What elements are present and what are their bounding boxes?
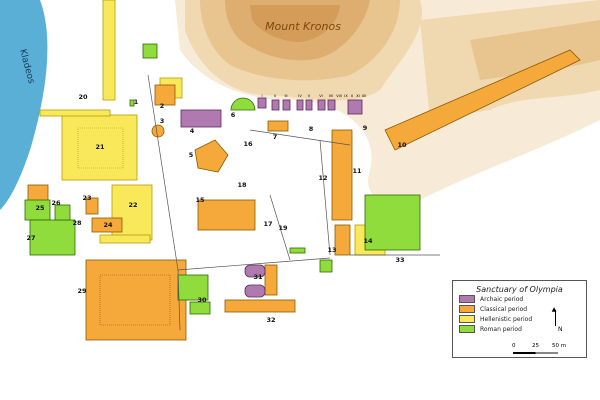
- north-arrow: ▲ N: [548, 306, 563, 333]
- site-label-26: 26: [51, 199, 61, 207]
- treasury-label: XI: [356, 94, 359, 98]
- north-arrow-icon: ▲: [552, 306, 556, 326]
- legend-item-classical: Classical period: [459, 304, 586, 314]
- site-label-3: 3: [160, 117, 165, 125]
- mount-kronos-label: Mount Kronos: [265, 20, 341, 33]
- site-label-8: 8: [309, 125, 314, 133]
- walls: [147, 74, 440, 331]
- treasury-label: III: [284, 94, 287, 98]
- site-label-29: 29: [77, 287, 87, 295]
- roman-buildings: [24, 43, 421, 315]
- site-label-17: 17: [263, 220, 272, 228]
- site-label-33: 33: [395, 256, 404, 264]
- treasury-label: II: [274, 94, 276, 98]
- legend-title: Sanctuary of Olympia: [476, 285, 563, 294]
- hellenistic-swatch: [459, 315, 475, 323]
- site-label-10: 10: [397, 141, 407, 149]
- legend-label: Hellenistic period: [480, 315, 533, 323]
- site-label-28: 28: [72, 219, 82, 227]
- site-label-4: 4: [190, 127, 195, 135]
- roman-swatch: [459, 325, 475, 333]
- site-label-19: 19: [278, 224, 288, 232]
- archaic-buildings: [180, 97, 363, 298]
- treasury-label: IV: [298, 94, 302, 98]
- legend-item-roman: Roman period: [459, 324, 586, 334]
- legend-item-archaic: Archaic period: [459, 294, 586, 304]
- treasury-label: VII: [329, 94, 333, 98]
- site-label-32: 32: [266, 316, 275, 324]
- map-legend: Sanctuary of Olympia Archaic period Clas…: [452, 280, 587, 358]
- site-label-21: 21: [95, 143, 105, 151]
- site-label-2: 2: [160, 102, 165, 110]
- site-label-7: 7: [273, 133, 278, 141]
- site-label-27: 27: [26, 234, 35, 242]
- site-label-20: 20: [78, 93, 88, 101]
- scale-0: 0: [512, 343, 516, 349]
- treasury-label: VI: [319, 94, 322, 98]
- site-label-14: 14: [363, 237, 373, 245]
- archaic-swatch: [459, 295, 475, 303]
- site-label-5: 5: [189, 151, 194, 159]
- legend-label: Archaic period: [480, 295, 524, 303]
- site-label-31: 31: [253, 273, 263, 281]
- treasury-label: V: [308, 94, 311, 98]
- treasury-label: I: [261, 94, 262, 98]
- treasury-label: IX: [344, 94, 348, 98]
- scale-25: 25: [532, 343, 539, 349]
- north-label: N: [558, 326, 563, 333]
- legend-item-hellenistic: Hellenistic period: [459, 314, 586, 324]
- treasury-label: VIII: [336, 94, 342, 98]
- site-label-24: 24: [103, 221, 113, 229]
- treasury-label: XII: [362, 94, 366, 98]
- classical-swatch: [459, 305, 475, 313]
- site-label-16: 16: [243, 140, 253, 148]
- scale-50: 50 m: [552, 343, 567, 349]
- site-label-30: 30: [197, 296, 207, 304]
- site-label-6: 6: [231, 111, 236, 119]
- classical-buildings: [27, 49, 581, 341]
- kladeos-river: [0, 0, 48, 210]
- site-label-23: 23: [82, 194, 91, 202]
- site-label-13: 13: [327, 246, 336, 254]
- site-label-11: 11: [352, 167, 362, 175]
- treasury-label: X: [351, 94, 354, 98]
- site-label-1: 1: [134, 98, 139, 106]
- site-label-22: 22: [128, 201, 137, 209]
- site-label-25: 25: [35, 204, 45, 212]
- site-label-12: 12: [318, 174, 327, 182]
- site-label-15: 15: [195, 196, 205, 204]
- legend-label: Classical period: [480, 305, 528, 313]
- legend-label: Roman period: [480, 325, 522, 333]
- site-label-18: 18: [237, 181, 247, 189]
- site-label-9: 9: [363, 124, 368, 132]
